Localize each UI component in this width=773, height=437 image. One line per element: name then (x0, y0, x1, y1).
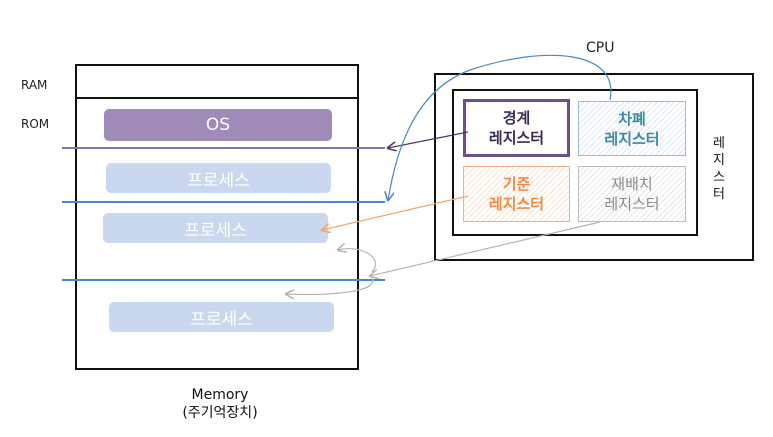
cpu-title: CPU (586, 40, 615, 56)
boundary-arrow (388, 131, 469, 148)
relocation-curve-up (338, 249, 377, 273)
base-register-line2: 레지스터 (488, 195, 545, 213)
relocation-curve-down (286, 277, 374, 294)
vertical-char: 터 (713, 187, 725, 202)
relocation-register-line2: 레지스터 (604, 195, 660, 213)
ram-label: RAM (21, 78, 48, 92)
process-block-1: 프로세스 (106, 163, 331, 193)
vertical-char: 레 (713, 136, 725, 151)
process-block-2: 프로세스 (103, 213, 328, 243)
limit-register-line2: 레지스터 (604, 129, 660, 148)
memory-caption-subtitle: (주기억장치) (182, 405, 258, 421)
relocation-arrow (370, 221, 601, 276)
memory-caption: Memory (주기억장치) (150, 386, 290, 422)
base-register: 기준 레지스터 (463, 166, 570, 222)
boundary-register: 경계 레지스터 (463, 99, 570, 157)
memory-caption-title: Memory (191, 387, 249, 403)
relocation-register: 재배치 레지스터 (578, 166, 686, 222)
base-register-line1: 기준 (502, 175, 531, 193)
limit-register-line1: 차폐 (618, 109, 646, 128)
relocation-register-line1: 재배치 (611, 175, 653, 193)
limit-register: 차폐 레지스터 (578, 101, 686, 156)
vertical-char: 지 (713, 153, 725, 168)
rom-label: ROM (21, 117, 50, 131)
memory-divider (75, 97, 359, 99)
cpu-box (434, 73, 754, 261)
vertical-char: 스 (713, 170, 725, 185)
process-block-3: 프로세스 (109, 302, 334, 332)
boundary-register-line1: 경계 (502, 109, 531, 127)
base-arrow (322, 195, 469, 230)
registers-vertical-label: 레 지 스 터 (712, 135, 726, 203)
memory-box (75, 64, 359, 370)
limit-arrow (388, 54, 612, 200)
boundary-register-line2: 레지스터 (488, 129, 545, 147)
os-block: OS (104, 109, 332, 141)
register-group-box (452, 89, 698, 236)
